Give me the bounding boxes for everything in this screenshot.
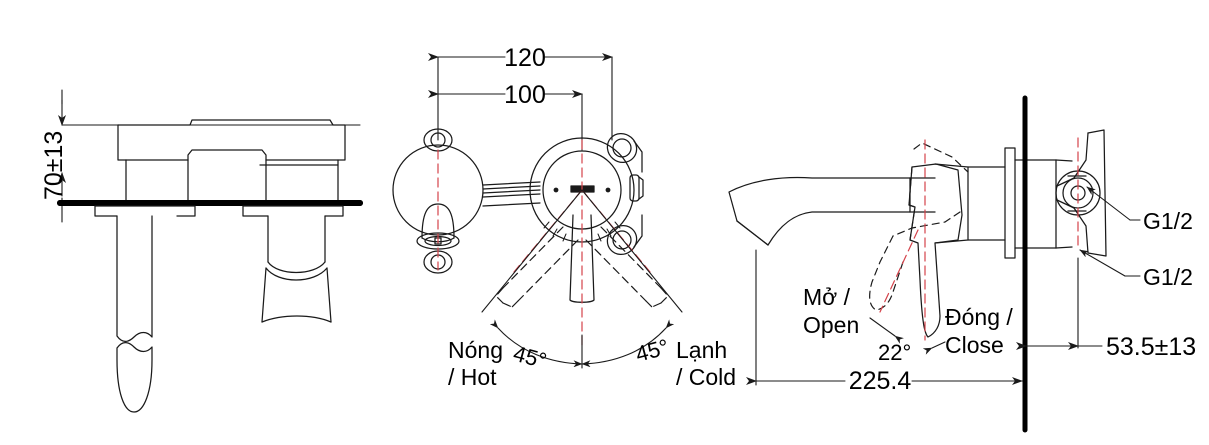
open-label-line2: Open: [803, 312, 859, 338]
wall-depth-label: 53.5±13: [1106, 333, 1196, 361]
ghost-handle-cold: [585, 226, 669, 308]
dimension-100-label: 100: [504, 81, 546, 109]
ghost-handle-hot: [495, 226, 579, 308]
leader-g12-bottom: [1079, 249, 1141, 277]
lever-angle-label: 22°: [878, 340, 911, 365]
height-dimension-label: 70±13: [40, 131, 68, 200]
ghost-handle-open: [869, 142, 969, 311]
hot-label-line1: Nóng: [448, 337, 503, 363]
angle-dimension-cold: [581, 189, 683, 368]
hot-label-line2: / Hot: [448, 364, 497, 390]
angle-dimension-hot: [481, 189, 583, 368]
side-section-view: [728, 95, 1141, 433]
valve-ticks: [543, 221, 621, 242]
open-label-line1: Mở /: [803, 284, 851, 310]
leader-g12-top: [1086, 186, 1141, 221]
cold-angle-label: 45°: [633, 334, 672, 367]
spout-profile: [728, 176, 911, 246]
inlet-thread-top-label: G1/2: [1143, 208, 1193, 234]
dimension-120: [428, 53, 613, 141]
centerlines: [437, 139, 651, 351]
valve-body: [529, 132, 644, 256]
inlet-fitting: [1055, 129, 1107, 257]
hot-angle-label: 45°: [511, 341, 550, 374]
dimension-120-label: 120: [504, 44, 546, 72]
close-label-line1: Đóng /: [945, 304, 1013, 330]
spout-tube: [116, 215, 153, 413]
handle-centerline: [879, 139, 926, 341]
dimension-535: [1016, 257, 1103, 350]
angle-dimension-lever: [869, 317, 946, 355]
handle-barrel: [261, 215, 332, 323]
spout-projection-label: 225.4: [849, 367, 912, 395]
faucet-body-outline: [117, 119, 346, 204]
side-elevation-view: [57, 89, 363, 413]
cold-label-line2: / Cold: [676, 364, 736, 390]
cold-label-line1: Lạnh: [676, 337, 727, 363]
close-label-line2: Close: [945, 332, 1004, 358]
front-plan-view: [392, 53, 683, 369]
below-wall-flanges: [94, 205, 344, 217]
dimension-2254: [746, 249, 1023, 386]
handle-lever: [908, 163, 963, 338]
inlet-thread-bottom-label: G1/2: [1143, 264, 1193, 290]
